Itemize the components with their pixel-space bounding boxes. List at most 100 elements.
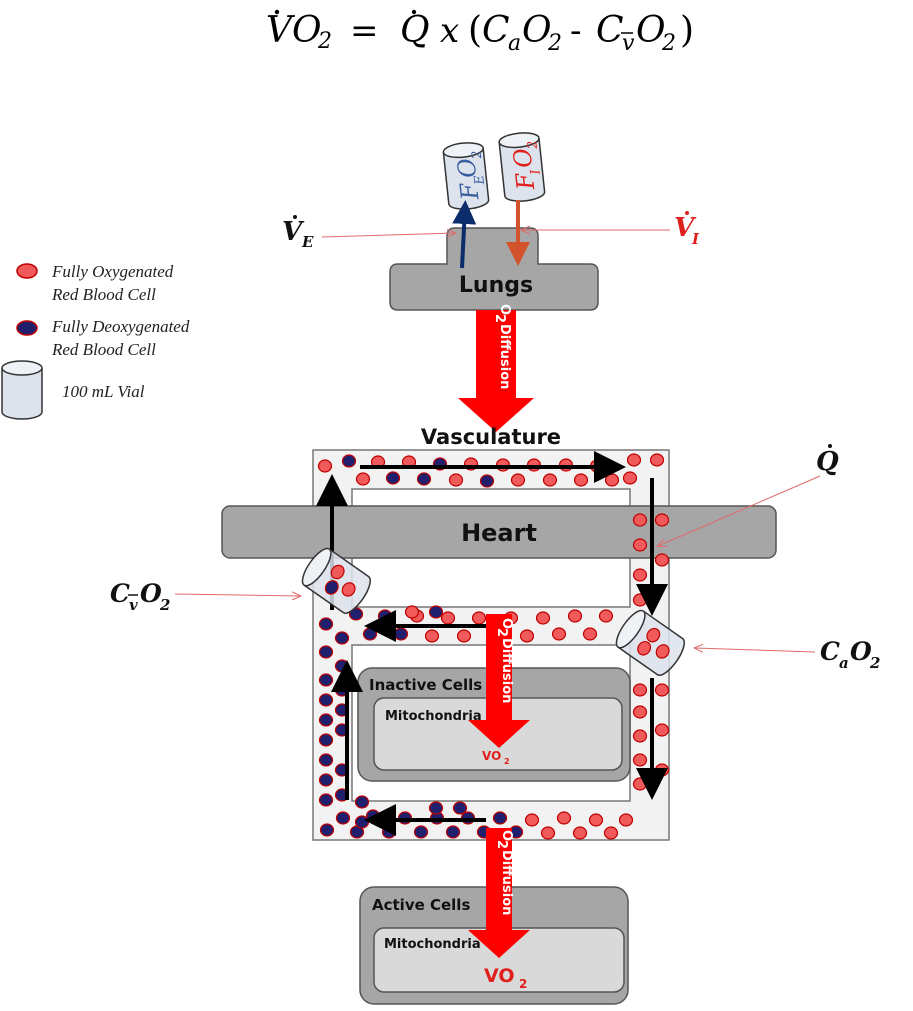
equation-cv-2: 2 (661, 31, 676, 56)
oxygenated-rbc (471, 611, 487, 625)
active-mitochondria-label: Mitochondria (384, 937, 481, 952)
deoxygenated-rbc (318, 693, 334, 707)
equation-open-paren: ( (468, 10, 482, 51)
ve-label: V E (282, 215, 314, 251)
deoxygenated-rbc (318, 713, 334, 727)
q-symbol: Q (816, 447, 839, 477)
expired-air-arrow (452, 200, 477, 269)
deoxygenated-rbc (452, 801, 468, 815)
dot-accent (828, 444, 832, 448)
equation-vo2-v: V (266, 10, 296, 51)
equation-ca-sub: a (508, 31, 521, 56)
equation-q: Q (400, 10, 430, 51)
oxygenated-rbc (654, 513, 670, 527)
oxygenated-rbc (632, 753, 648, 767)
deoxygenated-rbc (318, 617, 334, 631)
q-pointer (658, 475, 821, 546)
diffusion-2: 2 (494, 840, 509, 849)
fi-sub: I (528, 168, 544, 177)
fi-f: F (510, 170, 540, 192)
lungs-label: Lungs (459, 273, 533, 298)
lungs: Lungs (389, 227, 599, 311)
equation-vo2-o: O (292, 10, 322, 51)
dot-accent (274, 9, 280, 15)
equation-cv-o: O (636, 10, 666, 51)
q-label: Q (816, 444, 839, 477)
oxygenated-rbc (573, 473, 589, 487)
active-vo2-2: 2 (519, 977, 527, 991)
deoxygenated-rbc (416, 472, 432, 486)
oxygenated-rbc (524, 813, 540, 827)
legend: Fully Oxygenated Red Blood Cell Fully De… (1, 262, 190, 420)
oxygenated-rbc (649, 453, 665, 467)
deoxygenated-rbc (479, 474, 495, 488)
equation-ca-2: 2 (547, 31, 562, 56)
ca-sub: a (839, 654, 849, 672)
cao2-pointer (695, 648, 816, 652)
dot-accent (293, 215, 297, 219)
oxygenated-rbc (654, 723, 670, 737)
oxygenated-rbc (582, 627, 598, 641)
equation-vo2-2: 2 (317, 29, 332, 54)
oxygenated-rbc (535, 611, 551, 625)
venous-sample-vial (301, 547, 371, 614)
cvo2-pointer (174, 594, 300, 596)
deoxygenated-rbc (318, 753, 334, 767)
inactive-vo2: VO (482, 749, 501, 763)
heart-label: Heart (461, 519, 537, 547)
cv-o: O (140, 579, 162, 608)
oxygenated-rbc (317, 459, 333, 473)
oxygenated-rbc (448, 473, 464, 487)
ve-sub: E (301, 233, 314, 251)
oxygenated-rbc (588, 813, 604, 827)
equation-minus: - (570, 11, 582, 51)
deoxygenated-rbc (428, 605, 444, 619)
legend-deoxygenated-line2: Red Blood Cell (51, 340, 156, 359)
ca-c: C (820, 637, 840, 666)
oxygenated-rbc (572, 826, 588, 840)
legend-oxygenated-line2: Red Blood Cell (51, 285, 156, 304)
oxygenated-rbc (654, 553, 670, 567)
oxygenated-rbc-icon (16, 263, 38, 279)
ve-v: V (282, 217, 305, 247)
oxygenated-rbc (632, 777, 648, 791)
deoxygenated-rbc (428, 801, 444, 815)
oxygenated-rbc (540, 826, 556, 840)
oxygenated-rbc (440, 611, 456, 625)
deoxygenated-rbc (492, 811, 508, 825)
oxygenated-rbc (355, 472, 371, 486)
active-vo2: VO (484, 965, 515, 987)
active-diffusion-arrow: O 2 Diffusion VO 2 (468, 828, 530, 991)
heart: Heart (221, 505, 777, 559)
deoxygenated-rbc (354, 795, 370, 809)
fick-equation: V O 2 = Q x ( C a O 2 - C v O 2 ) (266, 9, 694, 56)
oxygenated-rbc (632, 729, 648, 743)
oxygenated-rbc (510, 473, 526, 487)
dot-accent (411, 9, 417, 15)
diffusion-o: O (497, 304, 512, 315)
ca-2: 2 (869, 654, 880, 672)
diffusion-word: Diffusion (497, 324, 512, 389)
vial-icon (1, 360, 43, 420)
deoxygenated-rbc (318, 673, 334, 687)
oxygenated-rbc (604, 473, 620, 487)
deoxygenated-rbc (318, 645, 334, 659)
inactive-mitochondria-label: Mitochondria (385, 709, 482, 724)
deoxygenated-rbc (385, 471, 401, 485)
oxygenated-rbc (632, 538, 648, 552)
deoxygenated-rbc (318, 773, 334, 787)
fe-2: 2 (469, 150, 485, 161)
vi-label: V I (674, 211, 700, 248)
deoxygenated-rbc (362, 627, 378, 641)
oxygenated-rbc (632, 513, 648, 527)
deoxygenated-rbc (354, 815, 370, 829)
fe-f: F (455, 180, 485, 202)
equation-ca-o: O (522, 10, 552, 51)
fe-o: O (452, 156, 482, 179)
oxygenated-rbc (632, 705, 648, 719)
inactive-cells-label: Inactive Cells (369, 676, 482, 694)
lung-diffusion-arrow: O 2 Diffusion (458, 304, 534, 432)
oxygenated-rbc (519, 629, 535, 643)
expired-vial: F E O 2 (442, 142, 490, 210)
